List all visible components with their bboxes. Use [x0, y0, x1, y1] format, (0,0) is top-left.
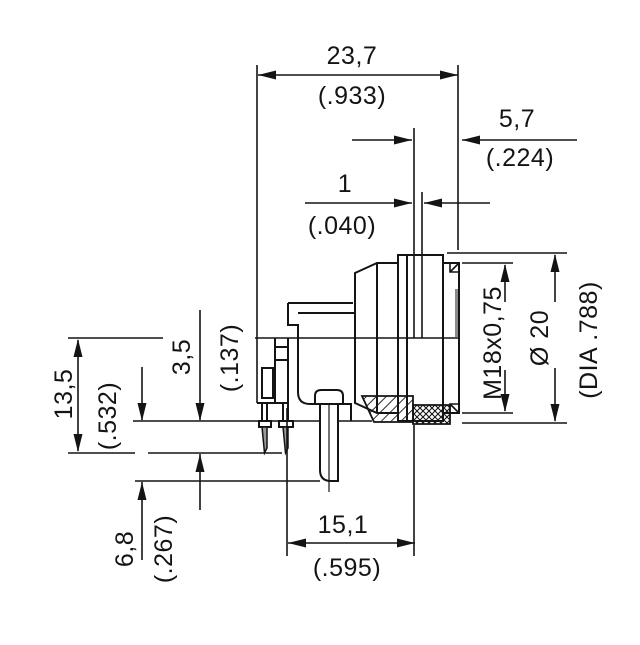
dim-overall-depth-mm: 23,7	[327, 42, 378, 70]
dim-standoff-mm: 3,5	[168, 339, 196, 375]
foot-hump	[314, 389, 344, 404]
thread-chamfer-top	[449, 262, 460, 273]
bracket-tab	[261, 367, 274, 399]
body-underside	[297, 339, 451, 492]
center-leg	[319, 404, 339, 482]
dim-thread-label: M18x0,75	[479, 286, 507, 400]
mounting-bracket	[257, 302, 355, 456]
dim-leg-protrusion-mm: 6,8	[111, 531, 139, 567]
dim-pin-to-flange-inch: (.595)	[313, 554, 381, 582]
connector-body	[255, 128, 460, 422]
dim-front-section-inch: (.224)	[486, 144, 554, 172]
pin-shaft	[261, 402, 268, 422]
dim-overall-depth-inch: (.933)	[318, 82, 386, 110]
dim-outer-diameter-inch: (DIA .788)	[575, 281, 603, 399]
bracket-step	[287, 303, 299, 339]
dim-pin-to-flange-mm: 15,1	[318, 511, 369, 539]
dim-axis-height-inch: (.532)	[94, 382, 122, 450]
thread-chamfer-bottom	[449, 403, 460, 414]
foot-outline	[297, 339, 352, 421]
dim-outer-diameter-mm: Ø 20	[526, 310, 554, 366]
dimension-lines	[73, 70, 577, 560]
solder-pin	[261, 426, 268, 456]
dimension-labels: 23,7 (.933) 5,7 (.224) 1 (.040) M18x0,75…	[50, 42, 603, 583]
dim-axis-height-mm: 13,5	[50, 369, 78, 420]
dim-leg-protrusion-inch: (.267)	[150, 515, 178, 583]
dim-slot-width-mm: 1	[338, 170, 352, 198]
extension-lines	[68, 65, 567, 556]
dim-front-section-mm: 5,7	[499, 105, 535, 133]
dim-slot-width-inch: (.040)	[308, 212, 376, 240]
section-hatch-washer	[412, 404, 451, 425]
section-hatch-nut	[360, 395, 414, 423]
dim-standoff-inch: (.137)	[216, 324, 244, 392]
